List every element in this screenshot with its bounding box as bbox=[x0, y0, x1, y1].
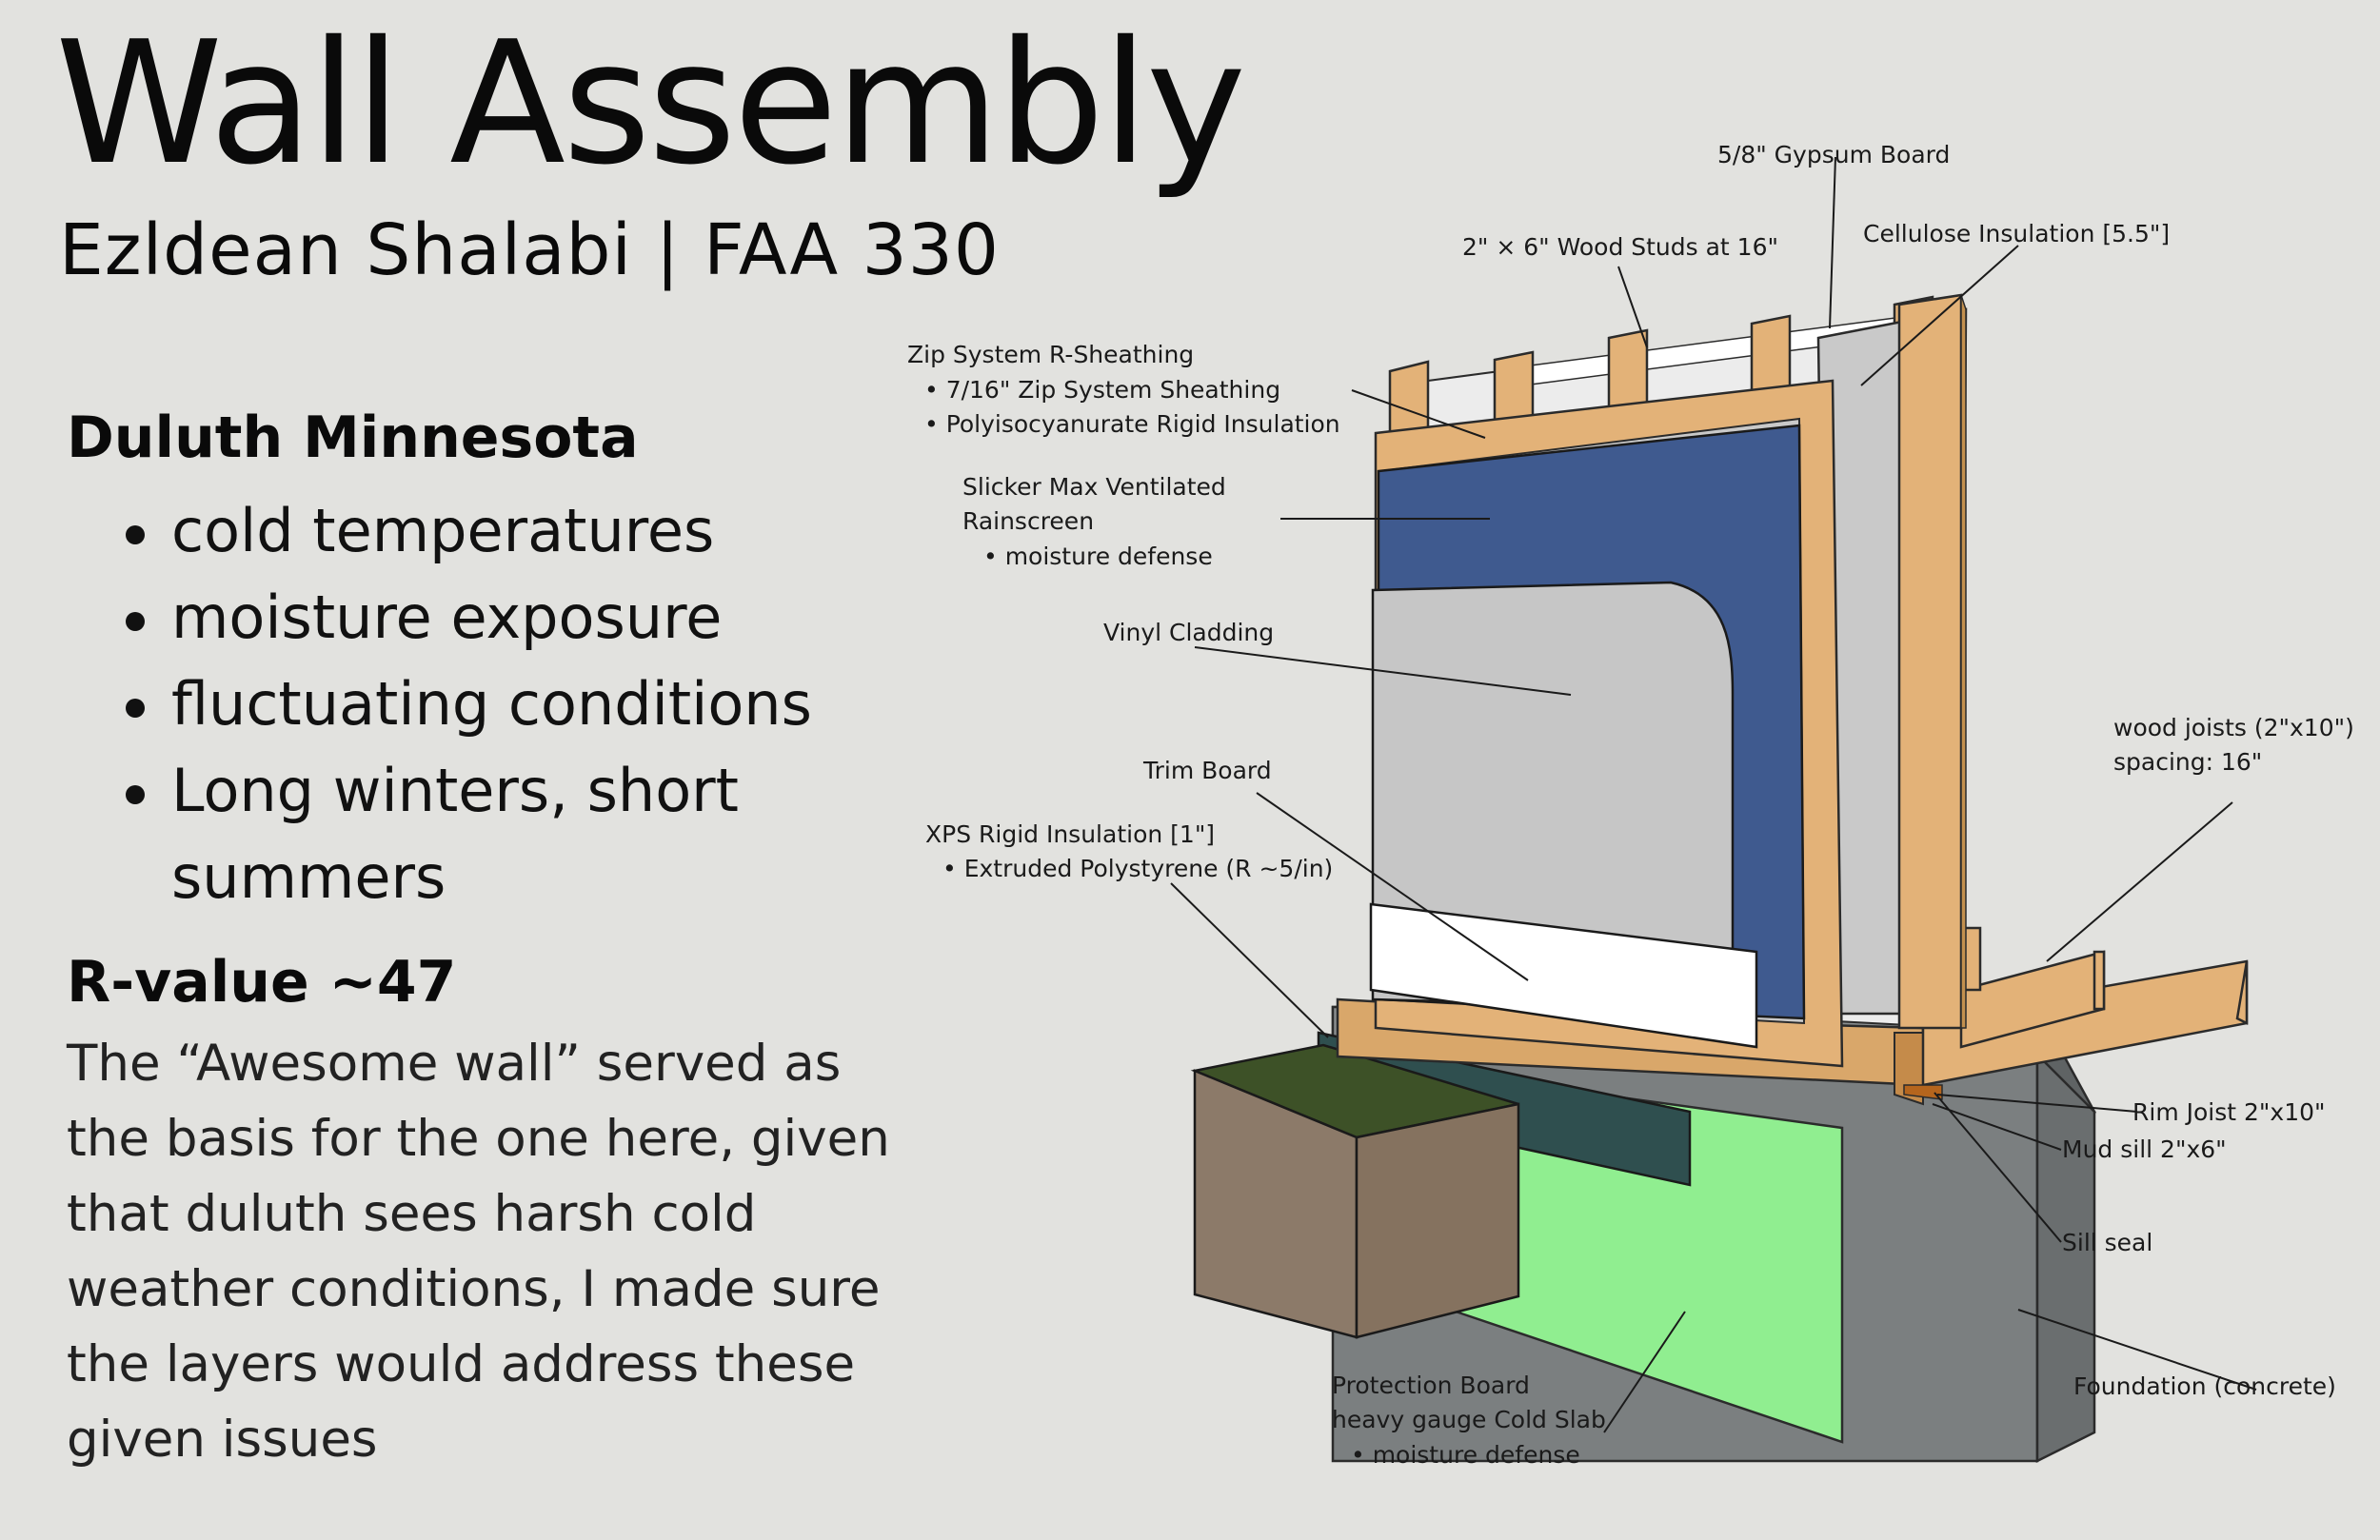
label-xps-title: XPS Rigid Insulation [1"] bbox=[925, 820, 1215, 848]
label-vinyl: Vinyl Cladding bbox=[1103, 619, 1274, 646]
description-paragraph: The “Awesome wall” served as the basis f… bbox=[67, 1035, 890, 1469]
label-zip-item: • 7/16" Zip System Sheathing bbox=[924, 376, 1280, 404]
label-zip-title: Zip System R-Sheathing bbox=[907, 341, 1194, 368]
label-sill-seal: Sill seal bbox=[2062, 1229, 2152, 1256]
label-cellulose: Cellulose Insulation [5.5"] bbox=[1863, 220, 2170, 247]
r-value-heading: R-value ~47 bbox=[67, 949, 457, 1016]
diagram-labels: 5/8" Gypsum Board Cellulose Insulation [… bbox=[907, 141, 2354, 1469]
condition-item: Long winters, short summers bbox=[112, 747, 902, 920]
label-trim: Trim Board bbox=[1142, 757, 1272, 784]
label-studs: 2" × 6" Wood Studs at 16" bbox=[1462, 233, 1778, 261]
label-mud-sill: Mud sill 2"x6" bbox=[2062, 1135, 2227, 1163]
label-foundation: Foundation (concrete) bbox=[2073, 1372, 2336, 1400]
label-joists: spacing: 16" bbox=[2113, 748, 2262, 776]
label-slicker-item: • moisture defense bbox=[983, 543, 1213, 570]
sill-seal bbox=[1903, 1084, 1943, 1100]
vinyl-cladding bbox=[1371, 581, 1735, 1011]
label-joists: wood joists (2"x10") bbox=[2113, 714, 2354, 741]
label-slicker: Slicker Max Ventilated bbox=[962, 473, 1226, 501]
label-slicker: Rainscreen bbox=[962, 507, 1094, 535]
leader-lines bbox=[1170, 156, 2257, 1433]
location-heading: Duluth Minnesota bbox=[67, 405, 639, 471]
conditions-list: cold temperatures moisture exposure fluc… bbox=[112, 487, 902, 920]
trim-board bbox=[1369, 902, 1758, 1049]
label-xps-item: • Extruded Polystyrene (R ~5/in) bbox=[942, 855, 1333, 882]
label-protection: Protection Board bbox=[1332, 1372, 1530, 1399]
label-protection: heavy gauge Cold Slab bbox=[1332, 1406, 1606, 1433]
soil-block bbox=[1190, 1043, 1520, 1339]
page-subtitle: Ezldean Shalabi | FAA 330 bbox=[59, 209, 1000, 291]
label-protection-item: • moisture defense bbox=[1351, 1441, 1580, 1469]
label-zip-item: • Polyisocyanurate Rigid Insulation bbox=[924, 410, 1340, 438]
label-rim-joist: Rim Joist 2"x10" bbox=[2132, 1098, 2326, 1126]
condition-item: moisture exposure bbox=[112, 574, 902, 661]
label-gypsum: 5/8" Gypsum Board bbox=[1717, 141, 1950, 168]
page-title: Wall Assembly bbox=[55, 5, 1246, 202]
condition-item: fluctuating conditions bbox=[112, 661, 902, 747]
condition-item: cold temperatures bbox=[112, 487, 902, 574]
